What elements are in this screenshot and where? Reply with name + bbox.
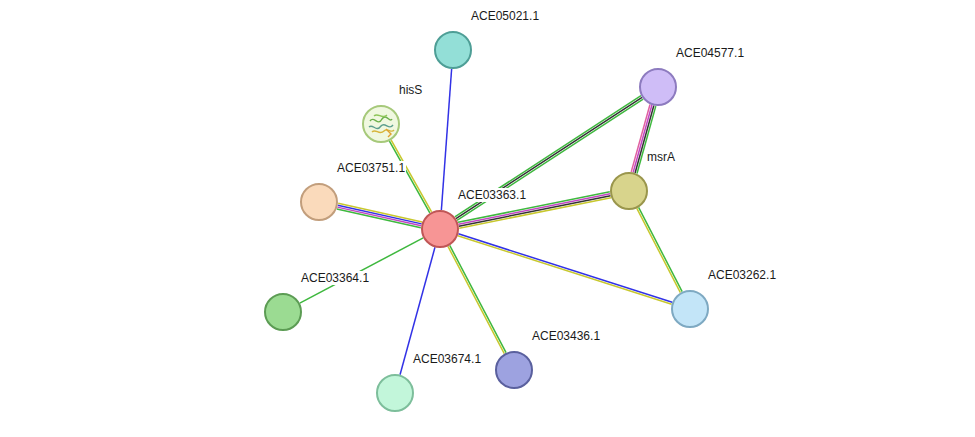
node-circle	[376, 374, 414, 412]
node-circle	[434, 31, 472, 69]
evidence-line	[448, 246, 504, 353]
node-circle	[264, 293, 302, 331]
structure-ribbon	[374, 115, 387, 117]
node-circle	[421, 210, 459, 248]
node-label: ACE04577.1	[675, 46, 745, 60]
node-label: ACE03674.1	[412, 352, 482, 366]
node-label: msrA	[646, 150, 676, 164]
evidence-line	[338, 203, 422, 222]
node-circle	[610, 172, 648, 210]
structure-ribbon	[372, 130, 394, 133]
protein-node: msrA	[609, 171, 649, 211]
structure-ribbon	[386, 129, 391, 137]
evidence-line	[458, 234, 672, 302]
node-circle	[495, 351, 533, 389]
protein-node: ACE03751.1	[299, 182, 339, 222]
evidence-line	[637, 208, 681, 292]
node-label: ACE03436.1	[531, 329, 601, 343]
protein-node: ACE03674.1	[375, 373, 415, 413]
protein-node: ACE03363.1	[420, 209, 460, 249]
evidence-line	[338, 205, 422, 224]
node-circle	[639, 68, 677, 106]
node-circle	[300, 183, 338, 221]
protein-node: hisS	[361, 104, 401, 144]
interaction-edge	[300, 238, 423, 303]
structure-ribbon	[370, 117, 392, 122]
interaction-edge	[448, 245, 506, 353]
node-label: ACE03363.1	[457, 188, 527, 202]
interaction-edge	[637, 207, 682, 292]
protein-node: ACE03436.1	[494, 350, 534, 390]
node-label: ACE03751.1	[336, 161, 406, 175]
node-circle	[671, 290, 709, 328]
protein-node: ACE05021.1	[433, 30, 473, 70]
node-label: ACE03364.1	[300, 271, 370, 285]
protein-node: ACE03262.1	[670, 289, 710, 329]
evidence-line	[459, 198, 611, 229]
protein-node: ACE03364.1	[263, 292, 303, 332]
node-label: ACE05021.1	[470, 9, 540, 23]
interaction-edge	[441, 69, 451, 210]
evidence-line	[300, 238, 423, 303]
structure-ribbon	[369, 125, 393, 129]
evidence-line	[389, 141, 429, 213]
evidence-line	[337, 207, 421, 226]
structure-image	[364, 107, 398, 141]
interaction-edge	[337, 203, 422, 228]
interaction-edge	[389, 140, 431, 213]
node-circle	[362, 105, 400, 143]
node-label: ACE03262.1	[707, 268, 777, 282]
evidence-line	[450, 245, 506, 352]
evidence-line	[391, 140, 431, 212]
interaction-edge	[458, 234, 672, 304]
evidence-line	[639, 207, 683, 291]
protein-node: ACE04577.1	[638, 67, 678, 107]
node-label: hisS	[398, 83, 423, 97]
evidence-line	[458, 236, 672, 304]
evidence-line	[441, 69, 451, 210]
